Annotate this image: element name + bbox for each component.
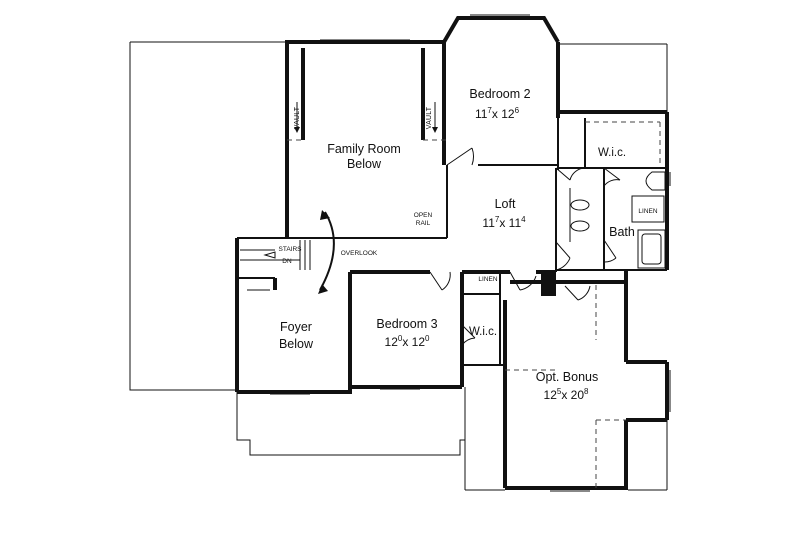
bedroom2-dimensions: 117x 126 [475, 106, 520, 121]
wic-lower-label: W.i.c. [469, 326, 497, 338]
overlook-label: OVERLOOK [341, 250, 378, 257]
dn-label: DN [282, 258, 292, 265]
open-label: OPEN [414, 212, 433, 219]
walls [235, 16, 669, 491]
bedroom2-label: Bedroom 2 [469, 87, 530, 101]
bonus-dimensions: 125x 208 [544, 387, 590, 402]
bedroom3-dimensions: 120x 120 [385, 334, 431, 349]
room-labels: Family Room Below Bedroom 2 117x 126 Lof… [279, 87, 635, 402]
stairs-label: STAIRS [279, 246, 303, 253]
loft-label: Loft [495, 197, 516, 211]
loft-dimensions: 117x 114 [482, 215, 526, 230]
vault-arrows [294, 102, 438, 133]
door-swings [429, 147, 621, 346]
bonus-label: Opt. Bonus [536, 370, 599, 384]
linen-lower-label: LINEN [478, 276, 497, 283]
family-room-label: Family Room [327, 142, 401, 156]
roof-outline [129, 41, 668, 456]
bath-label: Bath [609, 225, 635, 239]
linen-upper-label: LINEN [638, 208, 657, 215]
overlook-arrows [318, 210, 335, 294]
foyer-label: Foyer [280, 320, 312, 334]
vault-right-label: VAULT [426, 106, 433, 129]
vault-lines [287, 48, 661, 488]
annotation-labels: VAULT VAULT OPEN RAIL STAIRS DN OVERLOOK… [279, 106, 658, 283]
rail-label: RAIL [416, 220, 431, 227]
stairs [240, 240, 311, 291]
wic-upper-label: W.i.c. [598, 147, 626, 159]
bedroom3-label: Bedroom 3 [376, 317, 437, 331]
foyer-sub: Below [279, 337, 314, 351]
windows [270, 14, 671, 492]
family-room-sub: Below [347, 157, 382, 171]
vault-left-label: VAULT [294, 106, 301, 129]
